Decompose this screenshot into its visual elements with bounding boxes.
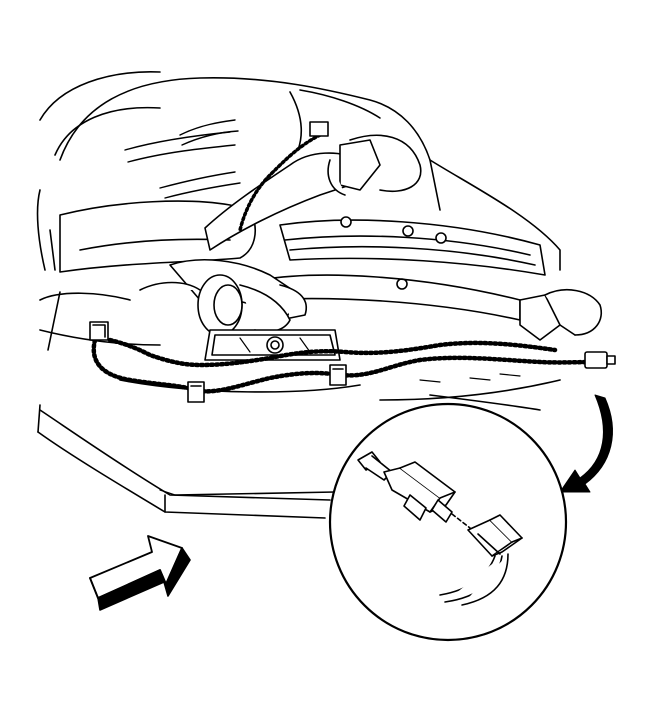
upper-wire: [238, 91, 329, 232]
seat-cover-panel: [49, 119, 256, 273]
floor-edge-panel: [37, 404, 336, 519]
wiring-harness-outline: [93, 339, 596, 392]
harness-clip-left: [89, 321, 109, 341]
pipe-hanger-right: [519, 289, 602, 341]
detail-circle: [328, 402, 568, 642]
harness-connector-end: [584, 351, 616, 369]
exhaust-pipe-middle: [139, 259, 307, 336]
harness-clip-center: [187, 381, 205, 403]
view-direction-arrow-icon: [89, 535, 191, 611]
floor-pan: [36, 71, 561, 411]
exhaust-pipe-upper: [204, 134, 422, 251]
curved-callout-arrow-icon: [559, 394, 613, 493]
harness-clip-right: [329, 364, 347, 386]
electrical-connector-icon: [357, 451, 523, 606]
mount-bracket: [204, 329, 341, 361]
